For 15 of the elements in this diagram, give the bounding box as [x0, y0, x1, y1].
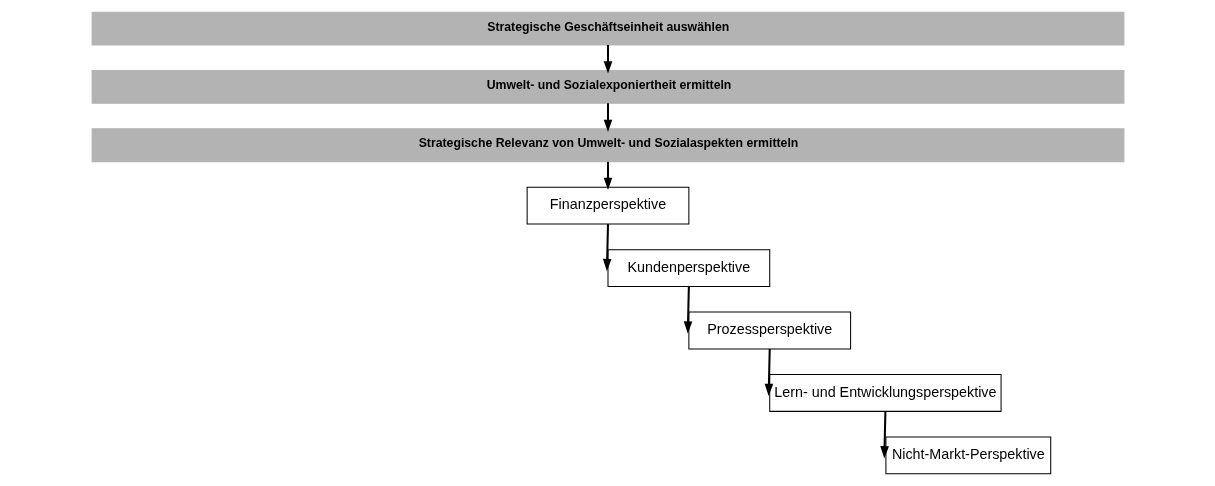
arrow — [603, 44, 612, 74]
node-box: Strategische Relevanz von Umwelt- und Sozialaspekten ermitteln — [91, 128, 1124, 163]
arrow — [602, 224, 611, 272]
arrow — [683, 286, 692, 334]
arrow — [603, 161, 612, 190]
arrow — [764, 348, 773, 397]
arrow — [879, 411, 889, 459]
node-box: Nicht-Markt-Perspektive — [884, 436, 1051, 475]
node-box: Finanzperspektive — [526, 186, 689, 225]
node-box: Lern- und Entwicklungsperspektive — [768, 374, 1002, 412]
node-box: Umwelt- und Sozialexponiertheit ermitteln — [91, 70, 1124, 104]
node-box: Strategische Geschäftseinheit auswählen — [91, 11, 1124, 46]
arrow — [603, 103, 612, 132]
node-box: Kundenperspektive — [607, 249, 770, 287]
node-box: Prozessperspektive — [687, 311, 851, 350]
